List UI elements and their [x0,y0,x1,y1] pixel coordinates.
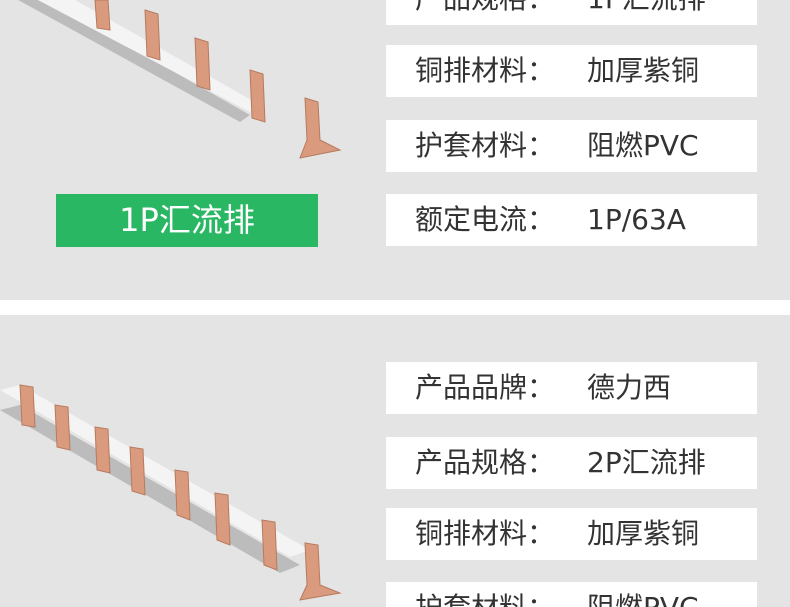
spec-row: 产品规格： 1P汇流排 [386,0,757,25]
spec-label: 产品规格： [415,446,556,479]
product-section-1p: 1P汇流排 产品规格： 1P汇流排 铜排材料： 加厚紫铜 护套材料： 阻燃PVC 额定… [0,0,790,300]
spec-row: 产品规格： 2P汇流排 [386,437,757,489]
busbar-2p-image [0,384,342,601]
spec-value: 加厚紫铜 [587,517,700,550]
spec-label: 护套材料： [415,582,555,607]
spec-label: 额定电流： [415,203,556,236]
busbar-1p-image [18,0,342,159]
spec-label: 铜排材料： [415,54,556,87]
spec-label: 产品品牌： [415,371,556,404]
spec-value: 1P/63A [587,203,686,236]
spec-label: 产品规格： [415,0,555,25]
product-section-2p: 产品品牌： 德力西 产品规格： 2P汇流排 铜排材料： 加厚紫铜 护套材料： 阻燃PVC [0,315,790,607]
spec-value: 阻燃PVC [587,582,699,607]
spec-value: 2P汇流排 [587,446,706,479]
spec-value: 阻燃PVC [587,129,699,162]
spec-value: 德力西 [587,371,672,404]
spec-row: 产品品牌： 德力西 [386,362,757,414]
spec-row: 护套材料： 阻燃PVC [386,582,757,607]
spec-value: 加厚紫铜 [587,54,700,87]
spec-row: 额定电流： 1P/63A [386,194,757,246]
spec-row: 护套材料： 阻燃PVC [386,120,757,172]
spec-value: 1P汇流排 [587,0,706,25]
spec-label: 铜排材料： [415,517,556,550]
spec-label: 护套材料： [415,129,556,162]
product-type-label: 1P汇流排 [56,194,318,247]
spec-row: 铜排材料： 加厚紫铜 [386,508,757,560]
spec-row: 铜排材料： 加厚紫铜 [386,45,757,97]
